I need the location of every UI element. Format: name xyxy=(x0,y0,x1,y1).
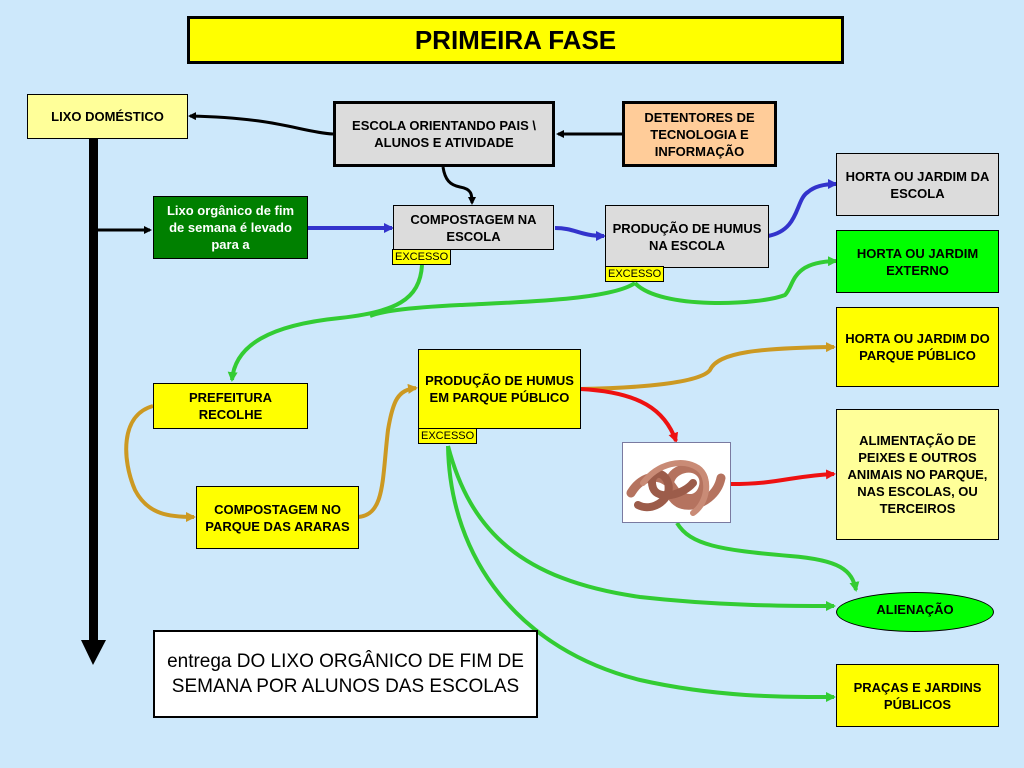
arrow-producao-parque-to-horta-parque xyxy=(579,342,836,391)
arrow-escola-to-compostagem xyxy=(441,166,476,205)
arrow-excesso3-to-alienacao xyxy=(446,445,836,611)
excesso-tag: EXCESSO xyxy=(418,428,478,444)
earthworms-photo-icon xyxy=(622,442,731,523)
node-compostagem-araras: COMPOSTAGEM NO PARQUE DAS ARARAS xyxy=(196,486,359,549)
node-lixo-organico: Lixo orgânico de fim de semana é levado … xyxy=(153,196,308,259)
node-pracas: PRAÇAS E JARDINS PÚBLICOS xyxy=(836,664,999,727)
node-horta-externo: HORTA OU JARDIM EXTERNO xyxy=(836,230,999,293)
excesso-tag: EXCESSO xyxy=(605,266,665,282)
arrow-compostagem-to-producao xyxy=(554,226,606,241)
node-detentores: DETENTORES DE TECNOLOGIA E INFORMAÇÃO xyxy=(622,101,777,167)
node-alienacao: ALIENAÇÃO xyxy=(836,592,994,632)
arrow-producao-to-horta-escola xyxy=(767,179,838,238)
node-horta-parque: HORTA OU JARDIM DO PARQUE PÚBLICO xyxy=(836,307,999,387)
node-horta-escola: HORTA OU JARDIM DA ESCOLA xyxy=(836,153,999,216)
arrow-excesso1-to-prefeitura xyxy=(227,264,424,382)
arrow-escola-to-lixo xyxy=(188,112,334,136)
arrow-excesso2-to-horta-externo xyxy=(369,261,836,318)
arrow-worms-to-alienacao xyxy=(675,521,860,592)
timeline-arrowhead xyxy=(81,640,106,665)
node-escola-orientando: ESCOLA ORIENTANDO PAIS \ ALUNOS E ATIVID… xyxy=(333,101,555,167)
page-title: PRIMEIRA FASE xyxy=(187,16,844,64)
arrow-araras-to-producao-parque xyxy=(357,383,418,519)
timeline-shaft xyxy=(89,138,98,643)
arrow-worms-to-alimentacao xyxy=(730,469,836,486)
arrow-excesso3-to-pracas xyxy=(446,445,836,703)
node-lixo-domestico: LIXO DOMÉSTICO xyxy=(27,94,188,139)
excesso-tag: EXCESSO xyxy=(392,249,452,265)
node-alimentacao: ALIMENTAÇÃO DE PEIXES E OUTROS ANIMAIS N… xyxy=(836,409,999,540)
arrow-prefeitura-to-araras xyxy=(124,404,196,522)
node-prefeitura: PREFEITURA RECOLHE xyxy=(153,383,308,429)
node-compostagem-escola: COMPOSTAGEM NA ESCOLA xyxy=(393,205,554,250)
note-box: entrega DO LIXO ORGÂNICO DE FIM DE SEMAN… xyxy=(153,630,538,718)
node-producao-humus-escola: PRODUÇÃO DE HUMUS NA ESCOLA xyxy=(605,205,769,268)
arrow-producao-parque-to-worms xyxy=(579,387,679,443)
node-producao-humus-parque: PRODUÇÃO DE HUMUS EM PARQUE PÚBLICO xyxy=(418,349,581,429)
